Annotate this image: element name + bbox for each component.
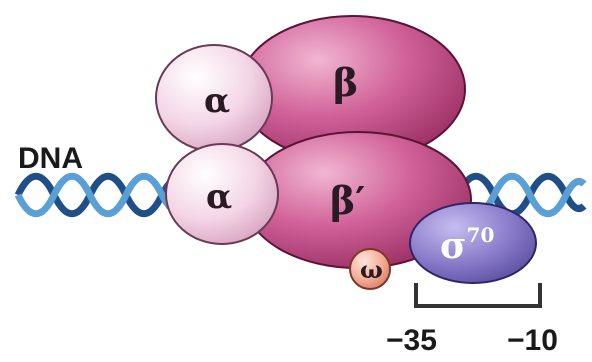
promoter-minus35-label: −35 <box>386 324 437 357</box>
sigma-base-text: σ <box>440 225 467 267</box>
dna-helix-left <box>18 176 182 214</box>
beta-prime-label: β′ <box>330 178 365 223</box>
beta-label: β <box>333 60 358 105</box>
promoter-minus10-label: −10 <box>507 324 558 357</box>
alpha-bottom-label: α <box>206 177 232 217</box>
sigma-superscript-text: 70 <box>467 223 495 247</box>
alpha-top-label: α <box>204 81 230 121</box>
promoter-bracket <box>416 285 540 306</box>
omega-label: ω <box>360 255 383 284</box>
dna-label: DNA <box>18 142 83 175</box>
